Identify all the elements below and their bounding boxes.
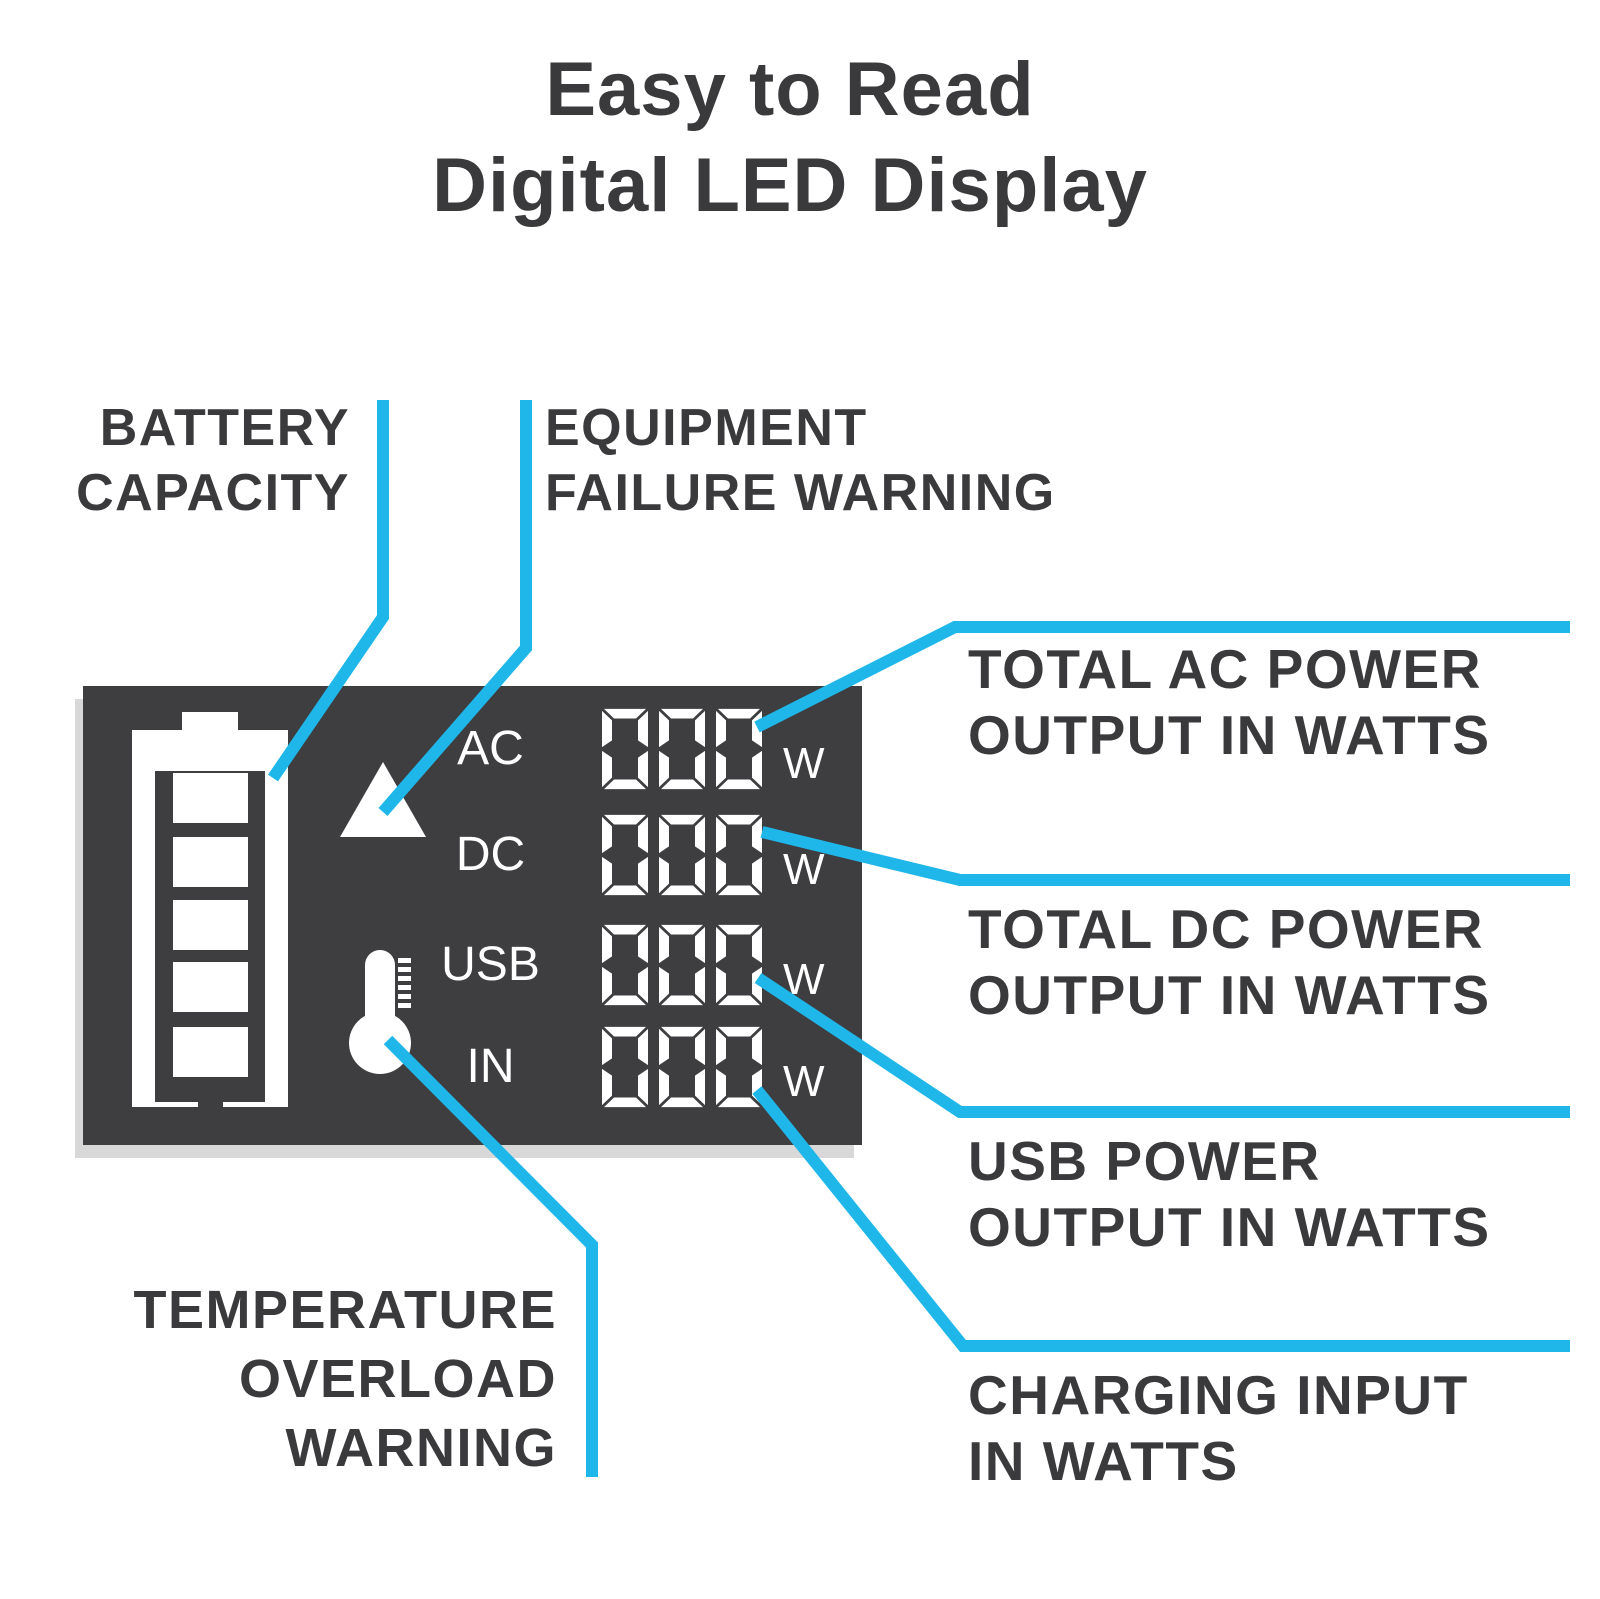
thermometer-tick [398, 994, 411, 999]
battery-terminal [182, 712, 238, 734]
display-row-ac: AC W [83, 707, 862, 791]
seven-segment-digit [716, 708, 762, 790]
label-equipment-failure: EQUIPMENT FAILURE WARNING [545, 396, 1056, 526]
label-temperature-overload-line1: TEMPERATURE [133, 1280, 557, 1340]
row-label-in: IN [466, 1040, 515, 1093]
seven-segment-digit [716, 1026, 762, 1108]
seven-segment-value [600, 707, 764, 791]
seven-segment-digit [659, 814, 705, 896]
battery-notch [198, 1083, 223, 1107]
connector-dc-output [760, 826, 1570, 886]
seven-segment-digit [716, 924, 762, 1006]
label-equipment-failure-line2: FAILURE WARNING [545, 464, 1056, 522]
thermometer-tick [398, 985, 411, 990]
label-usb-output-line2: OUTPUT IN WATTS [968, 1196, 1491, 1258]
thermometer-tick [398, 1003, 411, 1008]
battery-bar [173, 773, 248, 823]
row-unit: W [783, 1057, 825, 1106]
row-label-usb: USB [441, 938, 540, 991]
seven-segment-digit [602, 1026, 648, 1108]
row-label-dc: DC [455, 828, 526, 881]
battery-bar [173, 962, 248, 1012]
label-charging-input-line1: CHARGING INPUT [968, 1364, 1469, 1426]
label-charging-input: CHARGING INPUT IN WATTS [968, 1362, 1469, 1494]
seven-segment-value [600, 813, 764, 897]
label-usb-output: USB POWER OUTPUT IN WATTS [968, 1128, 1491, 1260]
label-usb-output-line1: USB POWER [968, 1130, 1321, 1192]
label-charging-input-line2: IN WATTS [968, 1430, 1239, 1492]
seven-segment-digit [659, 924, 705, 1006]
seven-segment-digit [659, 1026, 705, 1108]
label-ac-output-line1: TOTAL AC POWER [968, 638, 1482, 700]
display-row-usb: USB W [83, 923, 862, 1007]
seven-segment-value [600, 923, 764, 1007]
thermometer-tick [398, 958, 411, 963]
seven-segment-value [600, 1025, 764, 1109]
label-temperature-overload-line2: OVERLOAD [238, 1349, 557, 1409]
thermometer-tick [398, 976, 411, 981]
label-battery-capacity-line2: CAPACITY [76, 464, 350, 522]
thermometer-icon [349, 950, 415, 1080]
label-battery-capacity-line1: BATTERY [99, 399, 350, 457]
thermometer-tick [398, 967, 411, 972]
label-ac-output: TOTAL AC POWER OUTPUT IN WATTS [968, 636, 1491, 768]
label-dc-output-line1: TOTAL DC POWER [968, 898, 1484, 960]
display-row-dc: DC W [83, 813, 862, 897]
battery-bar [173, 837, 248, 887]
display-row-in: IN W [83, 1025, 862, 1109]
led-display-panel: AC W DC W USB W IN W [83, 686, 862, 1145]
label-temperature-overload-line3: WARNING [285, 1418, 557, 1478]
label-dc-output: TOTAL DC POWER OUTPUT IN WATTS [968, 896, 1491, 1028]
seven-segment-digit [602, 924, 648, 1006]
row-unit: W [783, 845, 825, 894]
battery-bar [173, 900, 248, 950]
label-battery-capacity: BATTERY CAPACITY [76, 396, 350, 526]
row-unit: W [783, 955, 825, 1004]
seven-segment-digit [602, 814, 648, 896]
display-rows: AC W DC W USB W IN W [83, 686, 862, 1145]
row-label-ac: AC [457, 722, 524, 775]
label-temperature-overload: TEMPERATURE OVERLOAD WARNING [133, 1276, 557, 1483]
seven-segment-digit [716, 814, 762, 896]
label-ac-output-line2: OUTPUT IN WATTS [968, 704, 1491, 766]
battery-bar [173, 1027, 248, 1077]
battery-capacity-icon [132, 712, 288, 1107]
seven-segment-digit [659, 708, 705, 790]
seven-segment-digit [602, 708, 648, 790]
row-unit: W [783, 739, 825, 788]
label-equipment-failure-line1: EQUIPMENT [545, 399, 868, 457]
page-title-line1: Easy to Read [545, 47, 1035, 132]
page-title: Easy to Read Digital LED Display [0, 42, 1580, 234]
label-dc-output-line2: OUTPUT IN WATTS [968, 964, 1491, 1026]
page-title-line2: Digital LED Display [432, 143, 1148, 228]
